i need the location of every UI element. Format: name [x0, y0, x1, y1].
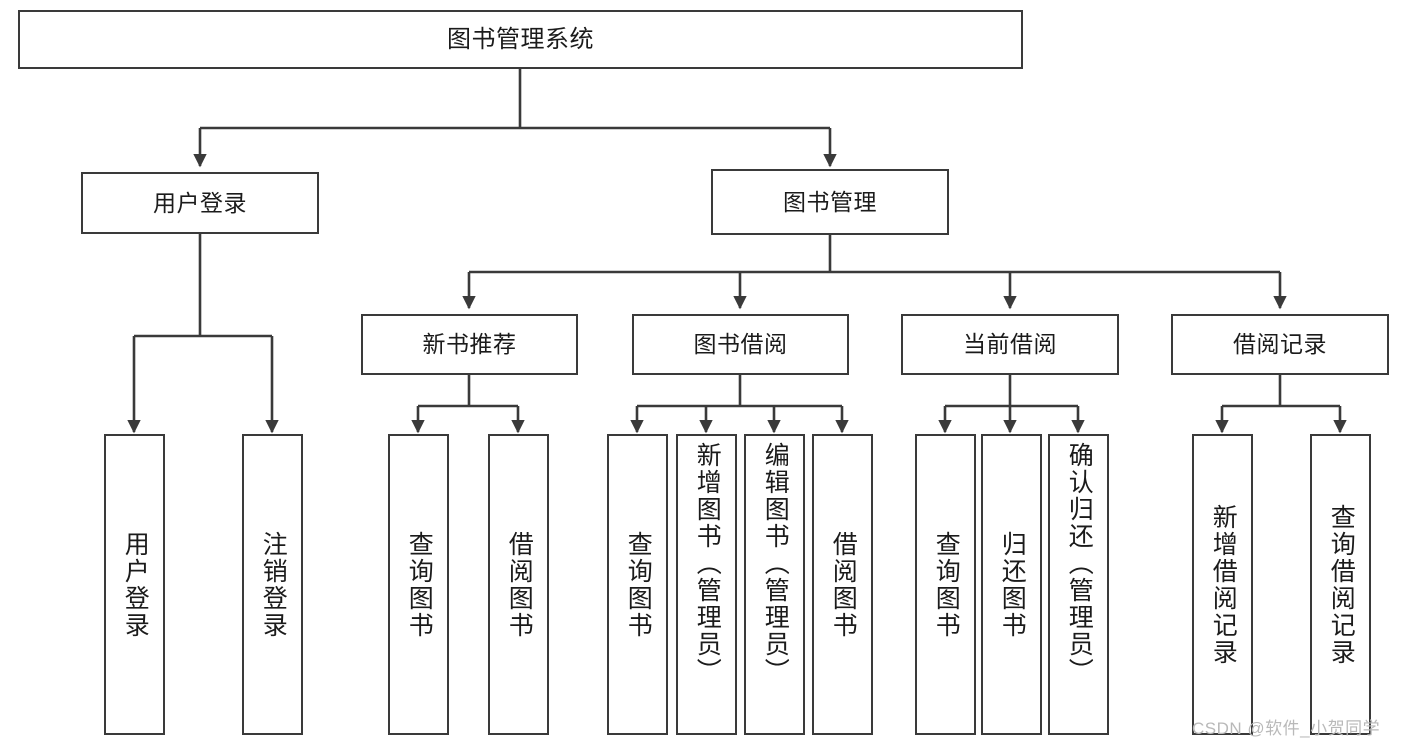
leaf-add-borrow-record[interactable]: 新增借阅记录 [1192, 434, 1253, 735]
leaf-borrow-book-recommend[interactable]: 借阅图书 [488, 434, 549, 735]
leaf-query-book-current[interactable]: 查询图书 [915, 434, 976, 735]
node-user-login[interactable]: 用户登录 [81, 172, 319, 234]
node-label: 当前借阅 [963, 331, 1057, 358]
node-label: 查询借阅记录 [1327, 503, 1356, 666]
node-label: 查询图书 [624, 530, 653, 639]
node-book-management[interactable]: 图书管理 [711, 169, 949, 235]
node-label: 图书管理系统 [447, 25, 594, 53]
leaf-add-book-admin[interactable]: 新增图书（管理员） [676, 434, 737, 735]
node-label: 新增图书（管理员） [693, 442, 722, 685]
node-new-book-recommend[interactable]: 新书推荐 [361, 314, 578, 375]
leaf-logout-login[interactable]: 注销登录 [242, 434, 303, 735]
node-label: 图书借阅 [693, 331, 788, 358]
node-current-borrow[interactable]: 当前借阅 [901, 314, 1119, 375]
leaf-query-book-recommend[interactable]: 查询图书 [388, 434, 449, 735]
node-label: 查询图书 [405, 530, 434, 639]
node-label: 新书推荐 [422, 331, 517, 358]
leaf-user-login[interactable]: 用户登录 [104, 434, 165, 735]
node-borrow-record[interactable]: 借阅记录 [1171, 314, 1389, 375]
node-label: 注销登录 [259, 530, 288, 639]
leaf-query-borrow-record[interactable]: 查询借阅记录 [1310, 434, 1371, 735]
node-book-borrow[interactable]: 图书借阅 [632, 314, 849, 375]
node-label: 查询图书 [932, 530, 961, 639]
node-label: 借阅图书 [829, 530, 858, 639]
node-label: 新增借阅记录 [1209, 503, 1238, 666]
leaf-confirm-return-admin[interactable]: 确认归还（管理员） [1048, 434, 1109, 735]
node-label: 借阅记录 [1233, 331, 1327, 358]
node-label: 用户登录 [121, 530, 150, 639]
leaf-edit-book-admin[interactable]: 编辑图书（管理员） [744, 434, 805, 735]
node-root-system[interactable]: 图书管理系统 [18, 10, 1023, 69]
node-label: 用户登录 [153, 189, 247, 216]
node-label: 借阅图书 [505, 530, 534, 639]
leaf-query-book-borrow[interactable]: 查询图书 [607, 434, 668, 735]
node-label: 图书管理 [783, 188, 877, 215]
node-label: 确认归还（管理员） [1065, 442, 1094, 685]
leaf-return-book[interactable]: 归还图书 [981, 434, 1042, 735]
node-label: 归还图书 [998, 530, 1027, 639]
leaf-borrow-book[interactable]: 借阅图书 [812, 434, 873, 735]
node-label: 编辑图书（管理员） [761, 442, 790, 685]
